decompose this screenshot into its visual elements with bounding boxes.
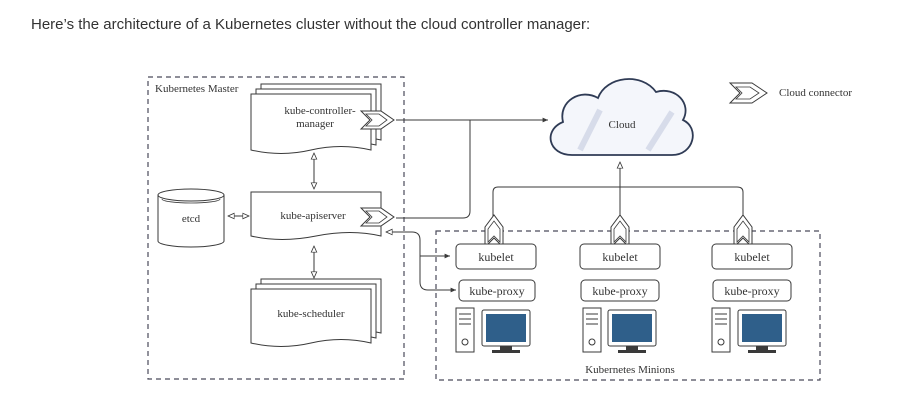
controller-manager-label-line2: manager bbox=[296, 118, 334, 130]
minions-label: Kubernetes Minions bbox=[585, 364, 675, 376]
kube-proxy-box bbox=[458, 279, 536, 302]
cloud-node: Cloud bbox=[549, 78, 694, 156]
minion-node: kubelet kube-proxy bbox=[711, 214, 793, 353]
controller-manager-label-line1: kube-controller- bbox=[284, 105, 356, 117]
minion-cloud-bus bbox=[492, 186, 744, 222]
minion-node: kubelet kube-proxy bbox=[579, 214, 661, 353]
cloud-connector-icon bbox=[728, 82, 768, 104]
apiserver-label: kube-apiserver bbox=[280, 210, 346, 222]
cloud-connector-icon bbox=[733, 214, 753, 249]
kubernetes-minions-group: Kubernetes Minions bbox=[435, 230, 821, 381]
tower-pc-icon bbox=[711, 307, 731, 353]
legend: Cloud connector bbox=[728, 82, 852, 104]
kube-proxy-label: kube-proxy bbox=[469, 284, 524, 298]
tower-pc-icon bbox=[455, 307, 475, 353]
apiserver-to-kubelet-link bbox=[411, 231, 450, 259]
legend-label: Cloud connector bbox=[779, 87, 852, 99]
master-dashed-border bbox=[147, 76, 405, 380]
cloud-connector-icon bbox=[484, 214, 504, 249]
kubelet-box bbox=[455, 243, 537, 270]
kubelet-label: kubelet bbox=[734, 250, 770, 264]
master-connectors bbox=[228, 153, 314, 278]
tower-pc-icon bbox=[582, 307, 602, 353]
kube-proxy-label: kube-proxy bbox=[724, 284, 779, 298]
cloud-label: Cloud bbox=[609, 119, 636, 131]
kube-proxy-label: kube-proxy bbox=[592, 284, 647, 298]
master-label-bg bbox=[152, 81, 248, 95]
etcd-label: etcd bbox=[182, 213, 201, 225]
apiserver-minion-wiring bbox=[386, 231, 456, 293]
monitor-icon bbox=[607, 309, 657, 353]
monitor-icon bbox=[481, 309, 531, 353]
master-label: Kubernetes Master bbox=[155, 83, 239, 95]
scheduler-node: kube-scheduler bbox=[250, 278, 382, 347]
cloud-connector-icon bbox=[359, 110, 395, 130]
minion-node: kubelet kube-proxy bbox=[455, 214, 537, 353]
etcd-node: etcd bbox=[157, 188, 225, 248]
scheduler-label: kube-scheduler bbox=[277, 308, 345, 320]
kube-proxy-box bbox=[580, 279, 660, 302]
intro-text: Here’s the architecture of a Kubernetes … bbox=[31, 16, 591, 33]
apiserver-to-cloud-link bbox=[396, 120, 471, 219]
kubelet-box bbox=[579, 243, 661, 270]
apiserver-to-proxy-link bbox=[419, 256, 456, 293]
cloud-connector-icon bbox=[359, 207, 395, 227]
monitor-icon bbox=[737, 309, 787, 353]
minions-label-bg bbox=[578, 362, 682, 376]
apiserver-node: kube-apiserver bbox=[250, 191, 382, 240]
kubernetes-master-group: Kubernetes Master bbox=[147, 76, 405, 380]
controller-manager-node: kube-controller- manager bbox=[250, 83, 382, 154]
cloud-connector-icon bbox=[610, 214, 630, 249]
kubelet-box bbox=[711, 243, 793, 270]
kubelet-label: kubelet bbox=[602, 250, 638, 264]
kube-proxy-box bbox=[712, 279, 792, 302]
kubelet-label: kubelet bbox=[478, 250, 514, 264]
